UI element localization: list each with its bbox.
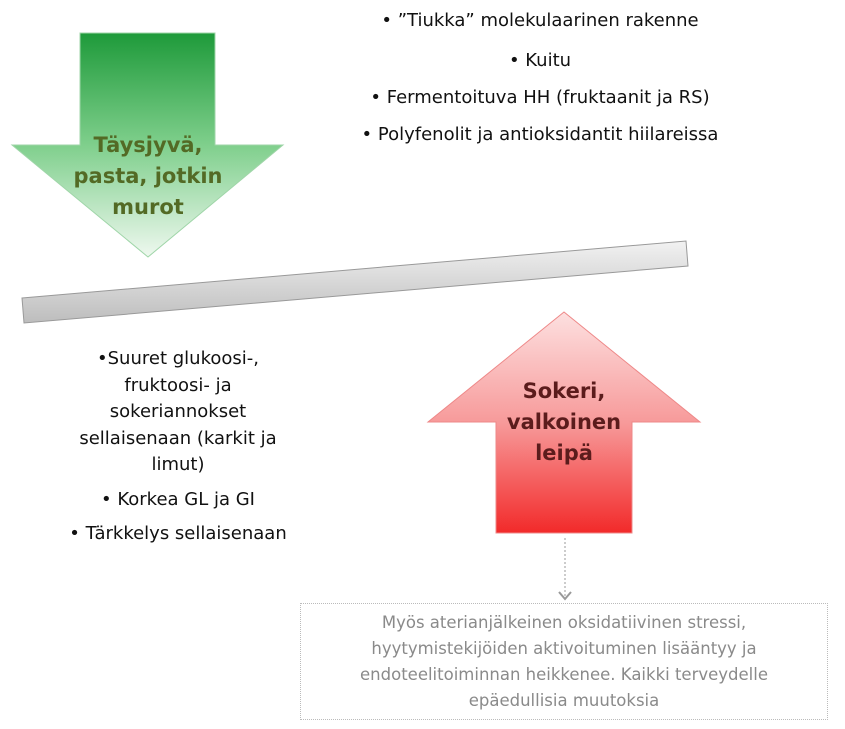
label-line: murot <box>112 195 184 219</box>
label-line: Täysjyvä, <box>93 133 203 157</box>
note-line: endoteelitoiminnan heikkenee. Kaikki ter… <box>360 665 768 684</box>
left-bullet: •Suuret glukoosi-, <box>97 348 259 369</box>
label-line: Sokeri, <box>522 379 606 403</box>
seesaw-bar <box>21 240 689 324</box>
note-line: Myös aterianjälkeinen oksidatiivinen str… <box>381 613 747 632</box>
note-box: Myös aterianjälkeinen oksidatiivinen str… <box>300 603 828 720</box>
left-bullet: • Tärkkelys sellaisenaan <box>69 523 287 544</box>
label-line: leipä <box>535 441 593 465</box>
note-line: epäedullisia muutoksia <box>468 691 660 710</box>
up-arrow-shape <box>426 311 702 534</box>
top-bullet: • Kuitu <box>508 50 572 71</box>
left-bullet: fruktoosi- ja <box>124 374 232 396</box>
label-line: valkoinen <box>506 410 622 434</box>
top-bullet: • ”Tiukka” molekulaarinen rakenne <box>381 10 699 31</box>
note-line: hyytymistekijöiden aktivoituminen lisään… <box>371 639 757 658</box>
left-bullet: limut) <box>151 454 205 475</box>
down-arrow-label: Täysjyvä, pasta, jotkin murot <box>48 130 248 223</box>
left-bullet: sellaisenaan (karkit ja <box>79 427 277 449</box>
up-arrow-label: Sokeri, valkoinen leipä <box>464 376 664 469</box>
connector-arrowhead-icon <box>558 591 572 601</box>
left-bullets: •Suuret glukoosi-, fruktoosi- ja sokeria… <box>40 346 316 548</box>
down-arrow-shape <box>10 32 285 258</box>
left-bullet: • Korkea GL ja GI <box>101 488 255 510</box>
top-bullet: • Polyfenolit ja antioksidantit hiilarei… <box>361 124 719 145</box>
label-line: pasta, jotkin <box>73 164 223 188</box>
top-bullet: • Fermentoituva HH (fruktaanit ja RS) <box>370 87 710 108</box>
left-bullet: sokeriannokset <box>109 401 247 422</box>
